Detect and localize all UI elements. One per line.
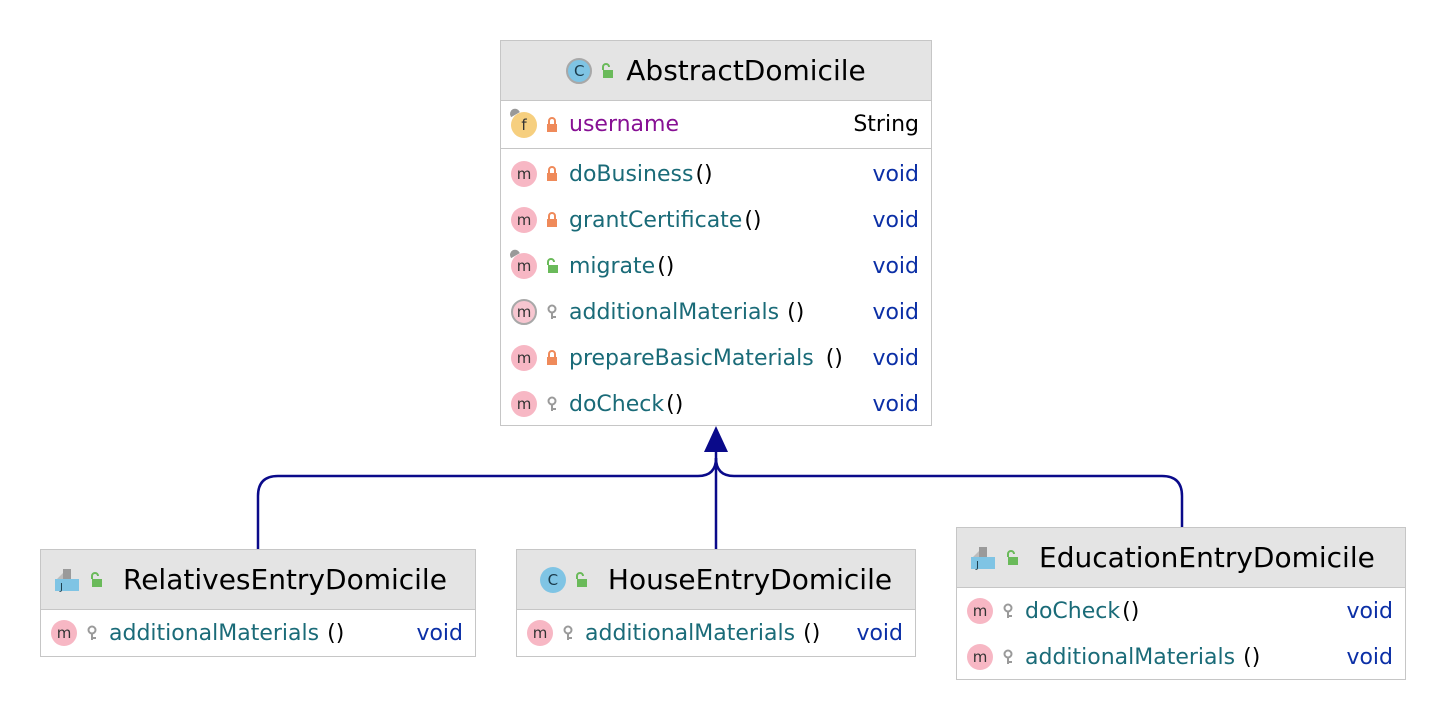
class-name: HouseEntryDomicile: [607, 563, 893, 596]
method-row[interactable]: m grantCertificate () void: [501, 197, 931, 243]
method-name: additionalMaterials: [585, 620, 796, 646]
method-params: (): [327, 620, 345, 646]
public-unlock-icon: [575, 571, 587, 587]
method-icon: m: [511, 391, 537, 417]
java-class-file-icon: J: [971, 546, 995, 571]
class-name: EducationEntryDomicile: [1039, 541, 1375, 574]
class-header: C HouseEntryDomicile: [517, 550, 915, 610]
method-params: (): [1243, 644, 1261, 670]
method-icon: m: [511, 161, 537, 187]
class-icon: C: [539, 566, 566, 593]
method-name: migrate: [569, 253, 656, 279]
class-relatives-entry-domicile[interactable]: J RelativesEntryDomicile m additionalMat…: [40, 549, 476, 657]
method-params: (): [803, 620, 821, 646]
public-unlock-icon: [1007, 549, 1018, 565]
field-icon: f: [511, 111, 537, 138]
inheritance-arrowhead: [704, 426, 728, 452]
method-return-type: void: [1346, 598, 1393, 624]
method-return-type: void: [872, 391, 919, 417]
method-name: additionalMaterials: [569, 299, 780, 325]
method-icon: m: [511, 207, 537, 233]
abstract-method-icon: m: [511, 299, 537, 325]
edge-relatives: [256, 457, 718, 549]
method-row[interactable]: m additionalMaterials () void: [501, 289, 931, 335]
java-letter: J: [975, 560, 979, 571]
method-params: (): [787, 299, 805, 325]
method-return-type: void: [872, 161, 919, 187]
class-header: J RelativesEntryDomicile: [41, 550, 475, 610]
public-unlock-icon: [91, 571, 102, 587]
java-letter: J: [59, 582, 63, 593]
protected-key-icon: [1003, 649, 1013, 664]
edge-education: [714, 457, 1184, 527]
method-row[interactable]: m doCheck () void: [501, 381, 931, 427]
method-return-type: void: [1346, 644, 1393, 670]
method-name: prepareBasicMaterials: [569, 345, 814, 371]
private-lock-icon: [547, 166, 557, 181]
method-return-type: void: [872, 345, 919, 371]
override-method-icon: m: [511, 253, 537, 279]
method-row[interactable]: m doBusiness () void: [501, 151, 931, 197]
method-params: (): [657, 253, 675, 279]
protected-key-icon: [547, 304, 557, 319]
protected-key-icon: [547, 396, 557, 411]
abstract-class-icon: C: [566, 57, 593, 84]
protected-key-icon: [563, 625, 573, 640]
method-params: (): [825, 345, 843, 371]
protected-key-icon: [87, 625, 97, 640]
method-row[interactable]: m migrate () void: [501, 243, 931, 289]
method-row[interactable]: m doCheck () void: [957, 588, 1405, 634]
field-type: String: [853, 112, 919, 137]
class-name: RelativesEntryDomicile: [123, 563, 447, 596]
method-params: (): [666, 391, 684, 417]
method-name: grantCertificate: [569, 207, 743, 233]
method-row[interactable]: m additionalMaterials () void: [517, 610, 915, 656]
class-house-entry-domicile[interactable]: C HouseEntryDomicile m additionalMateria…: [516, 549, 916, 657]
field-name: username: [569, 112, 679, 137]
method-name: additionalMaterials: [109, 620, 320, 646]
method-row[interactable]: m prepareBasicMaterials () void: [501, 335, 931, 381]
class-abstract-domicile[interactable]: C AbstractDomicile f username String m d…: [500, 40, 932, 426]
method-icon: m: [511, 345, 537, 371]
method-name: doCheck: [1025, 598, 1121, 624]
method-return-type: void: [856, 620, 903, 646]
method-params: (): [744, 207, 762, 233]
java-class-file-icon: J: [55, 568, 79, 593]
method-row[interactable]: m additionalMaterials () void: [957, 634, 1405, 680]
class-header: C AbstractDomicile: [501, 41, 931, 101]
method-return-type: void: [416, 620, 463, 646]
method-icon: m: [967, 644, 993, 670]
protected-key-icon: [1003, 603, 1013, 618]
method-params: (): [1122, 598, 1140, 624]
class-education-entry-domicile[interactable]: J EducationEntryDomicile m doCheck () vo…: [956, 527, 1406, 680]
method-row[interactable]: m additionalMaterials () void: [41, 610, 475, 656]
method-name: additionalMaterials: [1025, 644, 1236, 670]
method-return-type: void: [872, 207, 919, 233]
class-name: AbstractDomicile: [626, 54, 866, 87]
method-name: doBusiness: [569, 161, 694, 187]
public-unlock-icon: [547, 258, 558, 273]
field-row[interactable]: f username String: [501, 101, 931, 149]
method-icon: m: [967, 598, 993, 624]
method-return-type: void: [872, 253, 919, 279]
method-name: doCheck: [569, 391, 665, 417]
method-params: (): [695, 161, 713, 187]
method-return-type: void: [872, 299, 919, 325]
private-lock-icon: [547, 212, 557, 227]
private-lock-icon: [547, 116, 557, 132]
private-lock-icon: [547, 350, 557, 365]
method-icon: m: [51, 620, 77, 646]
class-header: J EducationEntryDomicile: [957, 528, 1405, 588]
method-icon: m: [527, 620, 553, 646]
public-unlock-icon: [602, 62, 614, 78]
